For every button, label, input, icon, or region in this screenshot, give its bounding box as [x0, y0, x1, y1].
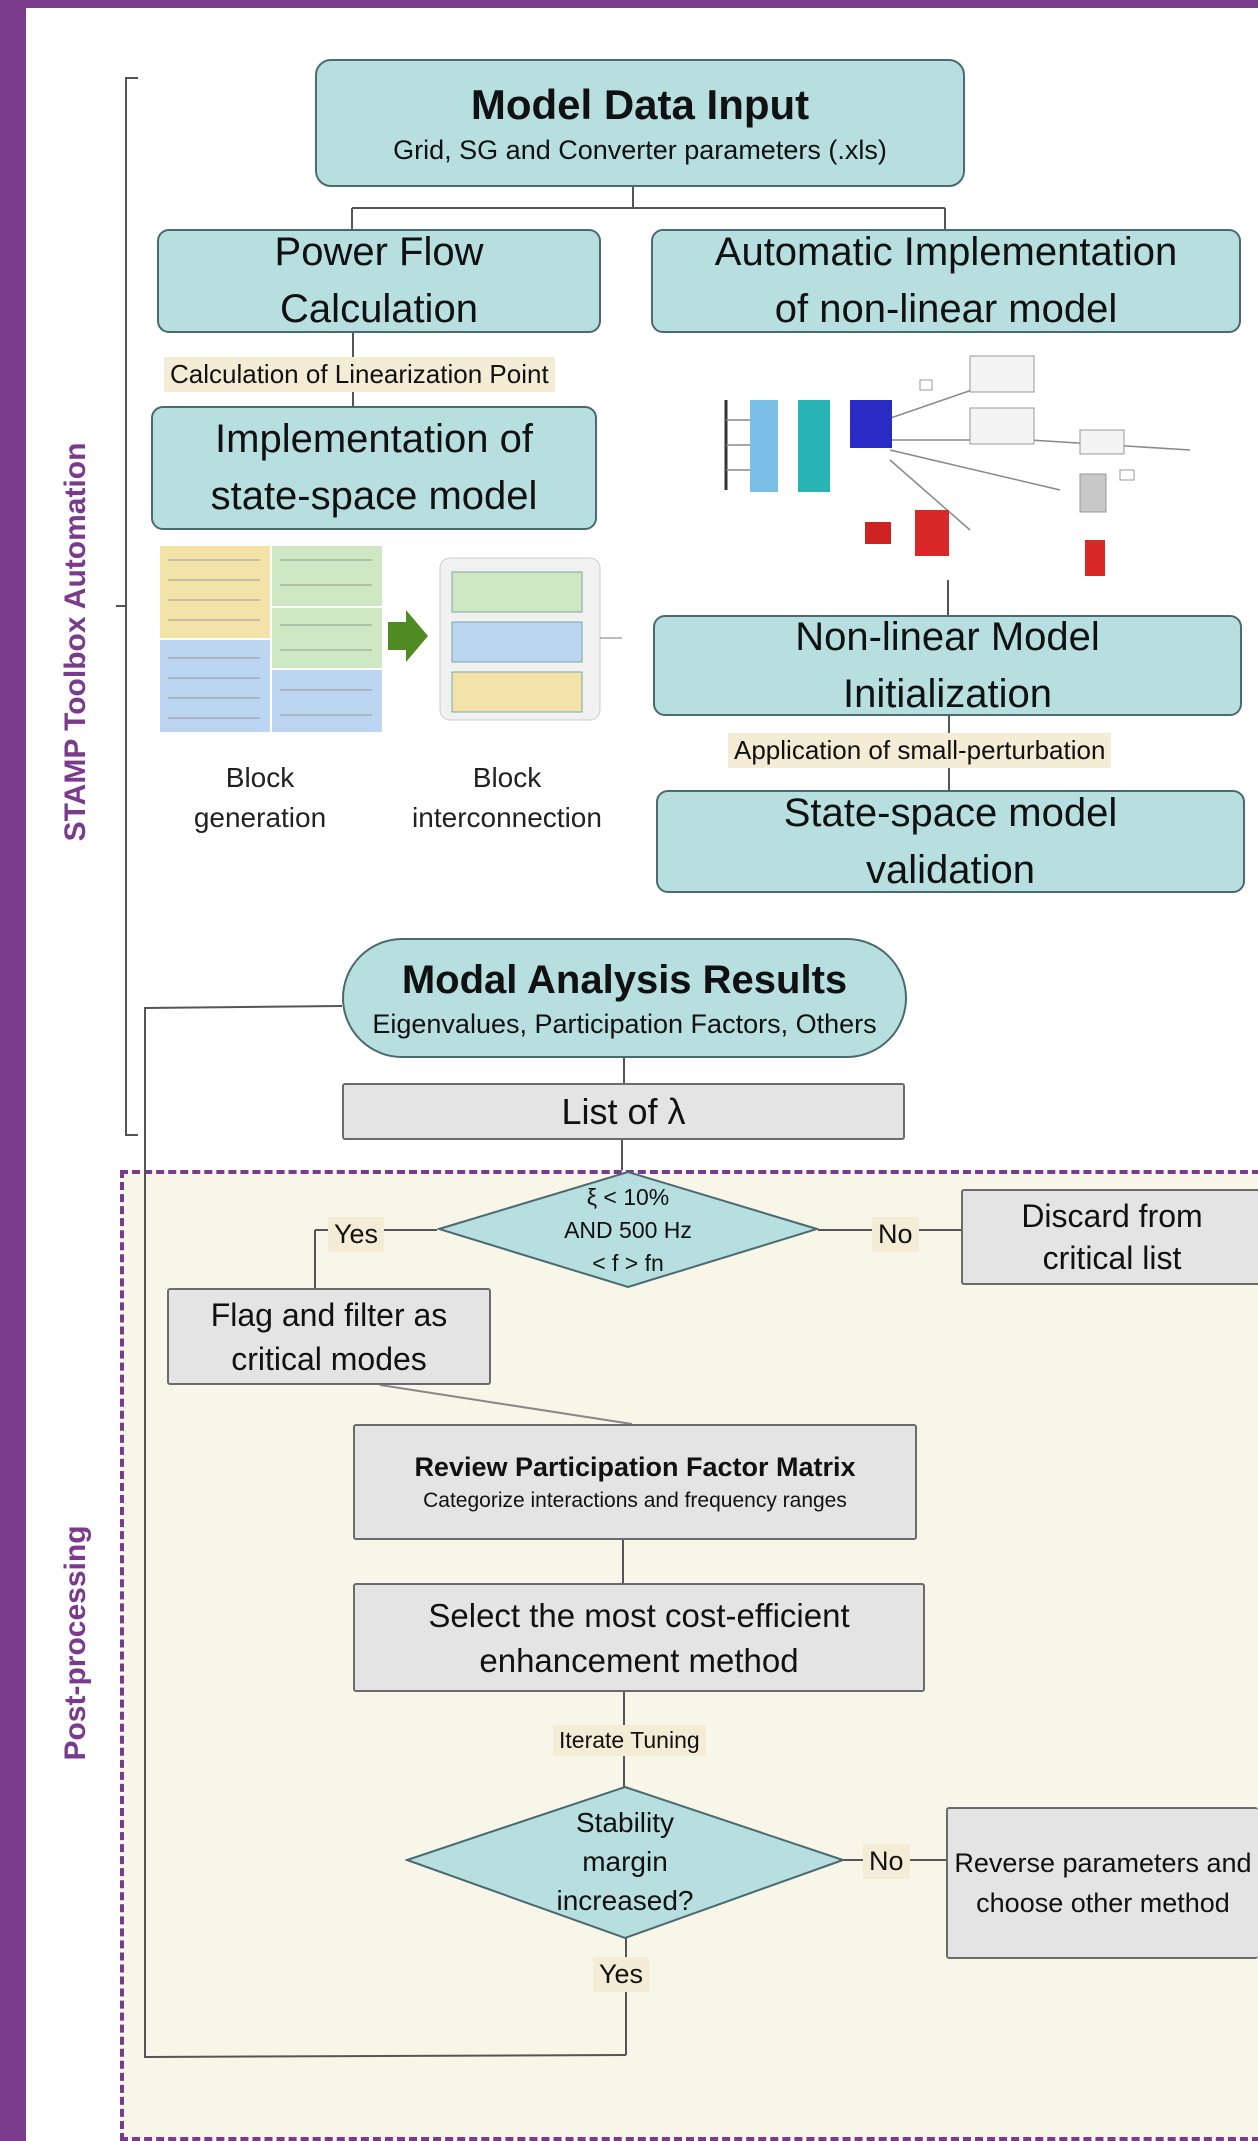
validation-line2: validation — [865, 847, 1035, 892]
lambda-list-box: List of λ — [342, 1083, 905, 1140]
modal-results-subtitle: Eigenvalues, Participation Factors, Othe… — [372, 1009, 877, 1039]
power-flow-line2: Calculation — [280, 287, 478, 331]
perturbation-label: Application of small-perturbation — [728, 733, 1112, 768]
decision1-line3: < f > fn — [592, 1249, 664, 1276]
auto-impl-line1: Automatic Implementation — [714, 230, 1178, 274]
validation-line1: State-space model — [783, 790, 1118, 835]
block-interconnection-caption: Block interconnection — [390, 758, 624, 838]
postprocessing-side-label: Post-processing — [59, 1525, 92, 1761]
validation-box: State-space model validation — [656, 790, 1245, 893]
select-line2: enhancement method — [479, 1641, 799, 1679]
decision1-line2: AND 500 Hz — [564, 1216, 692, 1243]
decision2-no-label: No — [863, 1844, 910, 1879]
discard-line2: critical list — [1042, 1240, 1182, 1276]
review-subtitle: Categorize interactions and frequency ra… — [423, 1489, 847, 1512]
decision2-line3: increased? — [556, 1884, 694, 1916]
flag-line1: Flag and filter as — [210, 1296, 448, 1333]
select-method-box: Select the most cost-efficient enhanceme… — [353, 1583, 925, 1692]
block-generation-caption: Block generation — [170, 758, 350, 838]
modal-results-box: Modal Analysis Results Eigenvalues, Part… — [342, 938, 907, 1058]
state-space-implementation-box: Implementation of state-space model — [151, 406, 597, 530]
simulink-model-illustration — [724, 355, 1191, 576]
auto-impl-line2: of non-linear model — [774, 287, 1118, 331]
reverse-parameters-box: Reverse parameters and choose other meth… — [946, 1807, 1258, 1959]
decision1-yes-label: Yes — [328, 1217, 385, 1252]
block-generation-line1: Block — [225, 762, 295, 793]
reverse-line2: choose other method — [976, 1888, 1230, 1918]
select-line1: Select the most cost-efficient — [428, 1596, 850, 1634]
nonlinear-init-line1: Non-linear Model — [795, 614, 1100, 659]
frame-left-border — [0, 0, 26, 2141]
block-interconnection-line2: interconnection — [412, 802, 602, 833]
discard-box: Discard from critical list — [961, 1189, 1258, 1285]
decision1-text: ξ < 10% AND 500 Hz < f > fn — [537, 1176, 719, 1284]
power-flow-line1: Power Flow — [274, 230, 484, 274]
discard-line1: Discard from — [1021, 1198, 1203, 1234]
model-input-subtitle: Grid, SG and Converter parameters (.xls) — [393, 135, 887, 165]
linearization-label: Calculation of Linearization Point — [164, 357, 555, 392]
decision2-line2: margin — [582, 1845, 668, 1877]
iterate-tuning-label: Iterate Tuning — [553, 1725, 706, 1756]
model-data-input-box: Model Data Input Grid, SG and Converter … — [315, 59, 965, 187]
nonlinear-init-box: Non-linear Model Initialization — [653, 615, 1242, 716]
decision1-line1: ξ < 10% — [586, 1183, 670, 1210]
state-space-impl-line2: state-space model — [210, 474, 538, 518]
lambda-list-text: List of λ — [561, 1090, 686, 1132]
decision2-diamond — [405, 1785, 845, 1940]
review-title: Review Participation Factor Matrix — [414, 1452, 856, 1482]
model-input-title: Model Data Input — [470, 81, 810, 128]
decision1-no-label: No — [872, 1217, 919, 1252]
block-generation-line2: generation — [193, 802, 327, 833]
flag-line2: critical modes — [231, 1340, 427, 1377]
reverse-line1: Reverse parameters and — [954, 1848, 1252, 1878]
review-pf-matrix-box: Review Participation Factor Matrix Categ… — [353, 1424, 917, 1540]
modal-results-title: Modal Analysis Results — [401, 958, 848, 1002]
power-flow-box: Power Flow Calculation — [157, 229, 601, 333]
block-diagram-illustration — [160, 546, 622, 732]
decision2-line1: Stability — [575, 1806, 675, 1838]
state-space-impl-line1: Implementation of — [215, 417, 533, 461]
decision2-text: Stability margin increased? — [530, 1800, 720, 1922]
automatic-implementation-box: Automatic Implementation of non-linear m… — [651, 229, 1241, 333]
automation-side-label: STAMP Toolbox Automation — [59, 442, 92, 842]
decision1-diamond — [437, 1170, 819, 1289]
block-interconnection-line1: Block — [472, 762, 542, 793]
decision2-yes-label: Yes — [593, 1957, 650, 1992]
flag-critical-box: Flag and filter as critical modes — [167, 1288, 491, 1385]
nonlinear-init-line2: Initialization — [842, 671, 1052, 716]
frame-top-border — [0, 0, 1258, 8]
